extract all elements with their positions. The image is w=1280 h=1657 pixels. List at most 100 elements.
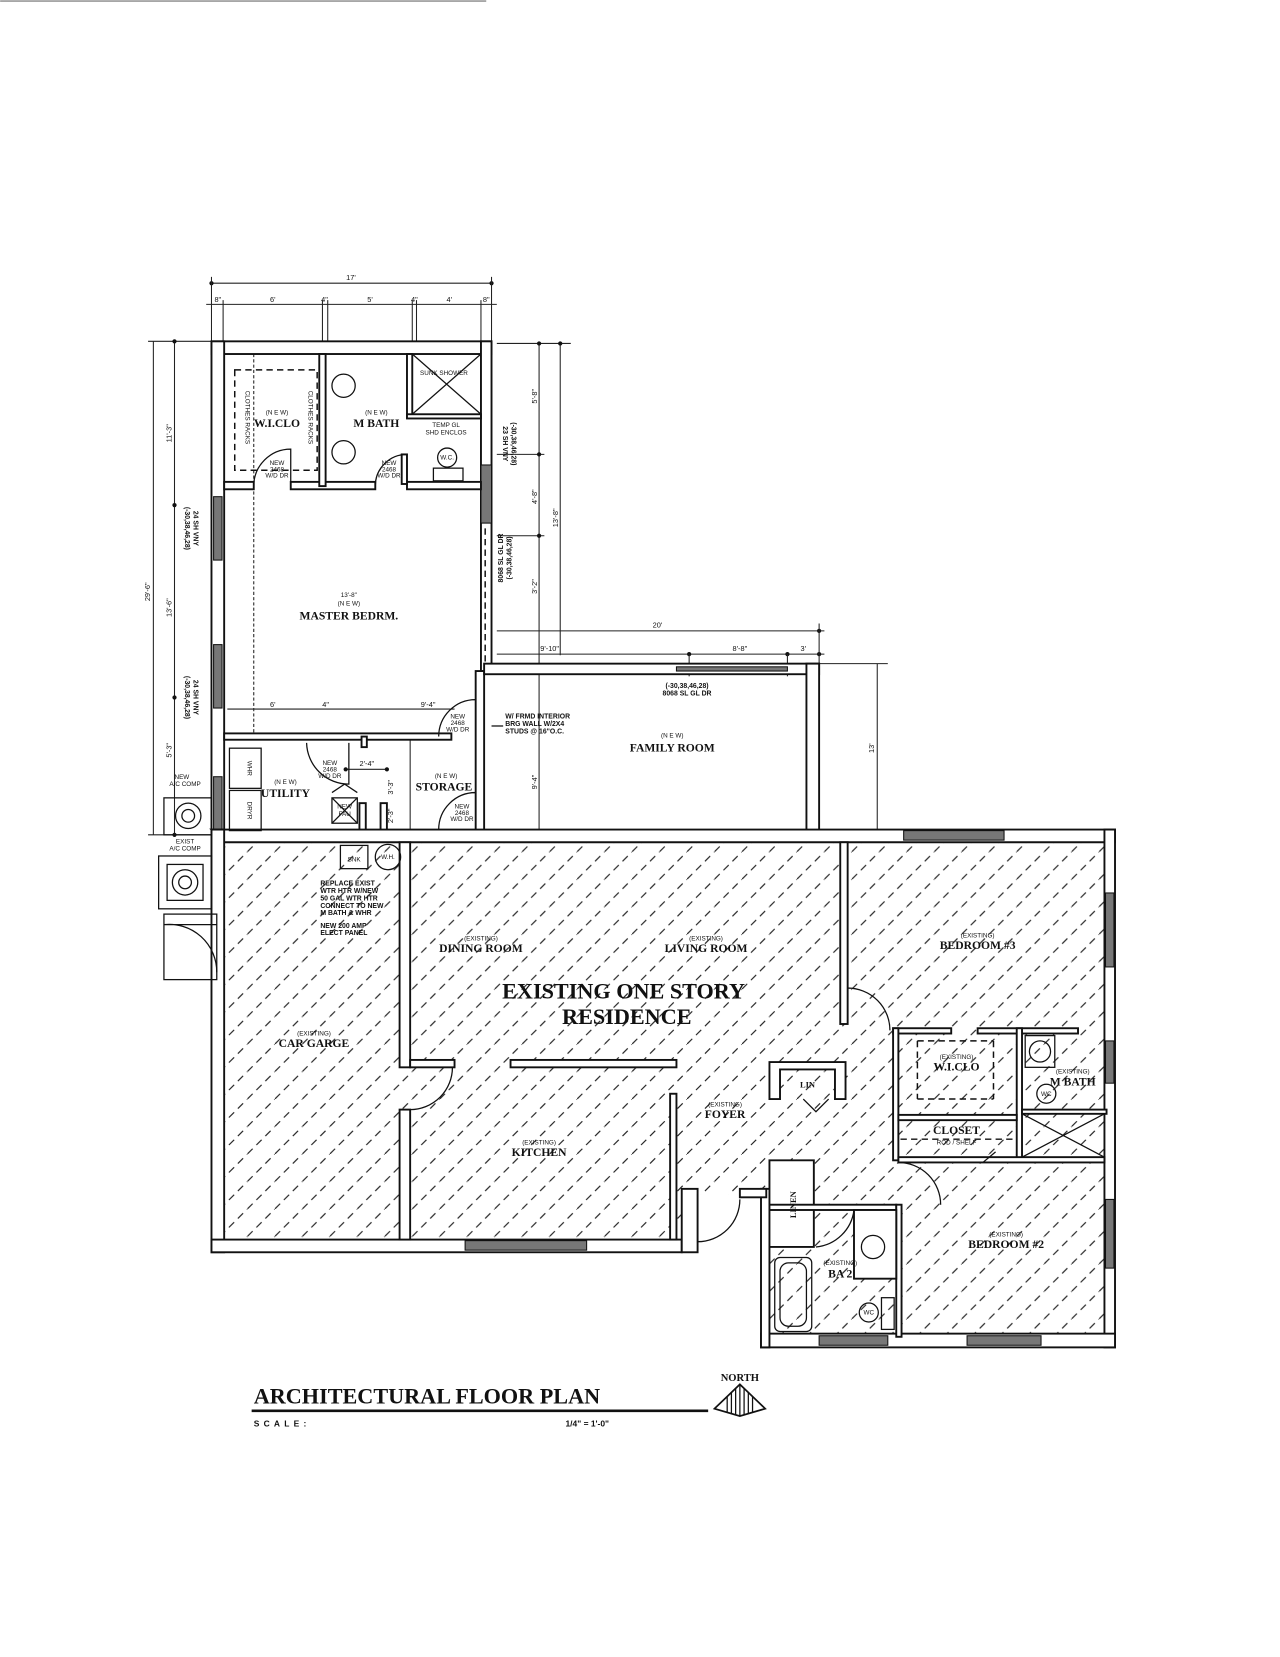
closet-rod (233, 369, 318, 471)
plan-text: 2468 (323, 766, 338, 773)
addition-walls (210, 340, 821, 836)
plan-text: STUDS @ 16"O.C. (505, 728, 564, 735)
drawing-title: ARCHITECTURAL FLOOR PLAN (254, 1383, 600, 1408)
dimension-label: 4" (322, 700, 329, 709)
room-ba-2: (EXISTING)BA 2 (823, 1260, 857, 1281)
dimension-label: 20' (653, 621, 663, 630)
plan-text: WC (864, 1310, 875, 1317)
water-heater-label: W.H. (381, 854, 395, 861)
dimension-label: 11'-3" (164, 424, 173, 443)
dimension-label: 13'-6" (164, 598, 173, 617)
plan-text: ELECT PANEL (320, 930, 367, 937)
plan-text: NEW (337, 803, 352, 810)
plan-text: STORAGE (416, 780, 473, 793)
room-car-garage: (EXISTING)CAR GARGE (279, 1031, 350, 1051)
sink-box (339, 844, 369, 870)
room-existing-mbath: (EXISTING)M BATH (1050, 1069, 1096, 1089)
shower-label: SUNK SHOWER (420, 370, 468, 377)
dimension-label: 8" (483, 295, 490, 304)
door-swings (163, 448, 997, 1248)
dimension-label: 9'-4" (421, 700, 436, 709)
room-family-room: (N E W)FAMILY ROOM (630, 733, 715, 755)
room-new-wiclo: (N E W)W.I.CLO (254, 409, 300, 430)
plan-text: NEW (450, 714, 465, 721)
room-lin: LIN (800, 1079, 815, 1089)
plan-text: (EXISTING) (823, 1260, 857, 1267)
plan-text: M BATH (1050, 1075, 1096, 1088)
plan-text: W.I.CLO (933, 1060, 979, 1073)
sink-icon (331, 373, 356, 398)
plan-text: A/C COMP (169, 846, 200, 853)
plan-text: (-30,38,46,28) (183, 507, 190, 550)
sink-icon (331, 440, 356, 465)
dimension-label: 3'-2" (530, 579, 539, 594)
north-arrow-icon: NORTH (712, 1373, 767, 1417)
dimension-label: 9'-4" (530, 774, 539, 789)
plan-text: (N E W) (266, 409, 289, 416)
plan-text: (EXISTING) (940, 1054, 974, 1061)
existing-ac-unit (158, 855, 213, 910)
dimension-label: 9'-10" (540, 644, 559, 653)
plan-text: 2468 (455, 810, 470, 817)
plan-text: (-30,38,46,28) (507, 536, 514, 579)
plan-text: FOYER (705, 1108, 746, 1121)
plan-text: ROD / SHELF (937, 1139, 977, 1146)
plan-text: NEW (382, 460, 397, 467)
plan-text: LIVING ROOM (665, 942, 748, 955)
plan-text: FAMILY ROOM (630, 741, 715, 754)
room-dining-room: (EXISTING)DINING ROOM (439, 936, 523, 956)
plan-text: NEW (455, 803, 470, 810)
shower-enclosure-label: TEMP GL (432, 422, 460, 429)
plan-text: (EXISTING) (989, 1231, 1023, 1238)
dimension-label: 8'-8" (733, 644, 748, 653)
plan-text: NEW (270, 460, 285, 467)
shower-enclosure-label: SHD ENCLOS (426, 429, 467, 436)
dimension-label: 4" (411, 295, 418, 304)
plan-text: (N E W) (365, 409, 388, 416)
plan-text: W/ FRMD INTERIOR (505, 714, 570, 721)
room-storage: (N E W)STORAGE (416, 773, 473, 794)
plan-text: UTILITY (261, 787, 311, 800)
plan-text: 50 GAL WTR HTR (320, 895, 377, 902)
plan-text: (N E W) (274, 779, 297, 786)
plan-text: BEDROOM #2 (968, 1238, 1044, 1251)
furnace-icon (331, 797, 358, 824)
plan-text: W.I.CLO (254, 417, 300, 430)
plan-text: (-30,38,46,28) (665, 683, 708, 690)
dryer-label: DRYR (245, 802, 252, 820)
dimension-label: 2'-4" (359, 759, 374, 768)
dimension-label: 8" (214, 295, 221, 304)
dimension-label: 6' (270, 700, 276, 709)
room-linen: LINEN (788, 1191, 798, 1218)
plan-text: 2468 (451, 720, 466, 727)
dimension-label: 4'-8" (530, 489, 539, 504)
dimension-label: 29'-6" (143, 582, 152, 601)
washer-icon (228, 747, 262, 789)
plan-text: 24 SH VNY (192, 511, 199, 546)
plan-text: A/C COMP (169, 781, 200, 788)
plan-text: DINING ROOM (439, 942, 523, 955)
plan-text: (EXISTING) (297, 1031, 331, 1038)
plan-text: W/D DR (450, 816, 474, 823)
dimension-label: 3'-3" (386, 780, 395, 795)
room-foyer: (EXISTING)FOYER (705, 1101, 746, 1121)
new-door-tag: NEW 2468 W/D DR NEW 2468 W/D DR NEW 2468… (265, 460, 474, 823)
plan-text: M BATH (353, 417, 399, 430)
dimension-lines (148, 276, 888, 837)
dimension-label: 2'-3" (386, 808, 395, 823)
plan-text: W/D DR (446, 726, 470, 733)
plan-text: 8068 SL GL DR (498, 533, 505, 582)
plan-text: (N E W) (338, 601, 361, 608)
room-bedroom-2: (EXISTING)BEDROOM #2 (968, 1231, 1044, 1251)
plan-text: NEW (175, 774, 190, 781)
clothes-racks-label: CLOTHES RACKS (243, 391, 250, 444)
dimension-17ft: 17' (346, 273, 356, 282)
plan-text: BEDROOM #3 (940, 939, 1016, 952)
dimension-label: 5'-8" (530, 389, 539, 404)
plan-text: (N E W) (435, 773, 458, 780)
plan-text: REPLACE EXIST (320, 881, 375, 888)
plan-text: 8068 SL GL DR (663, 690, 712, 697)
room-master-bedroom: 13'-8"(N E W)MASTER BEDRM. (300, 592, 399, 622)
dimension-labels: 17' 8" 6' 4" 5' 4" 4' 8" 29'-6" 11'-3" 1… (143, 273, 876, 823)
plan-text: (-30,38,46,28) (510, 422, 517, 465)
